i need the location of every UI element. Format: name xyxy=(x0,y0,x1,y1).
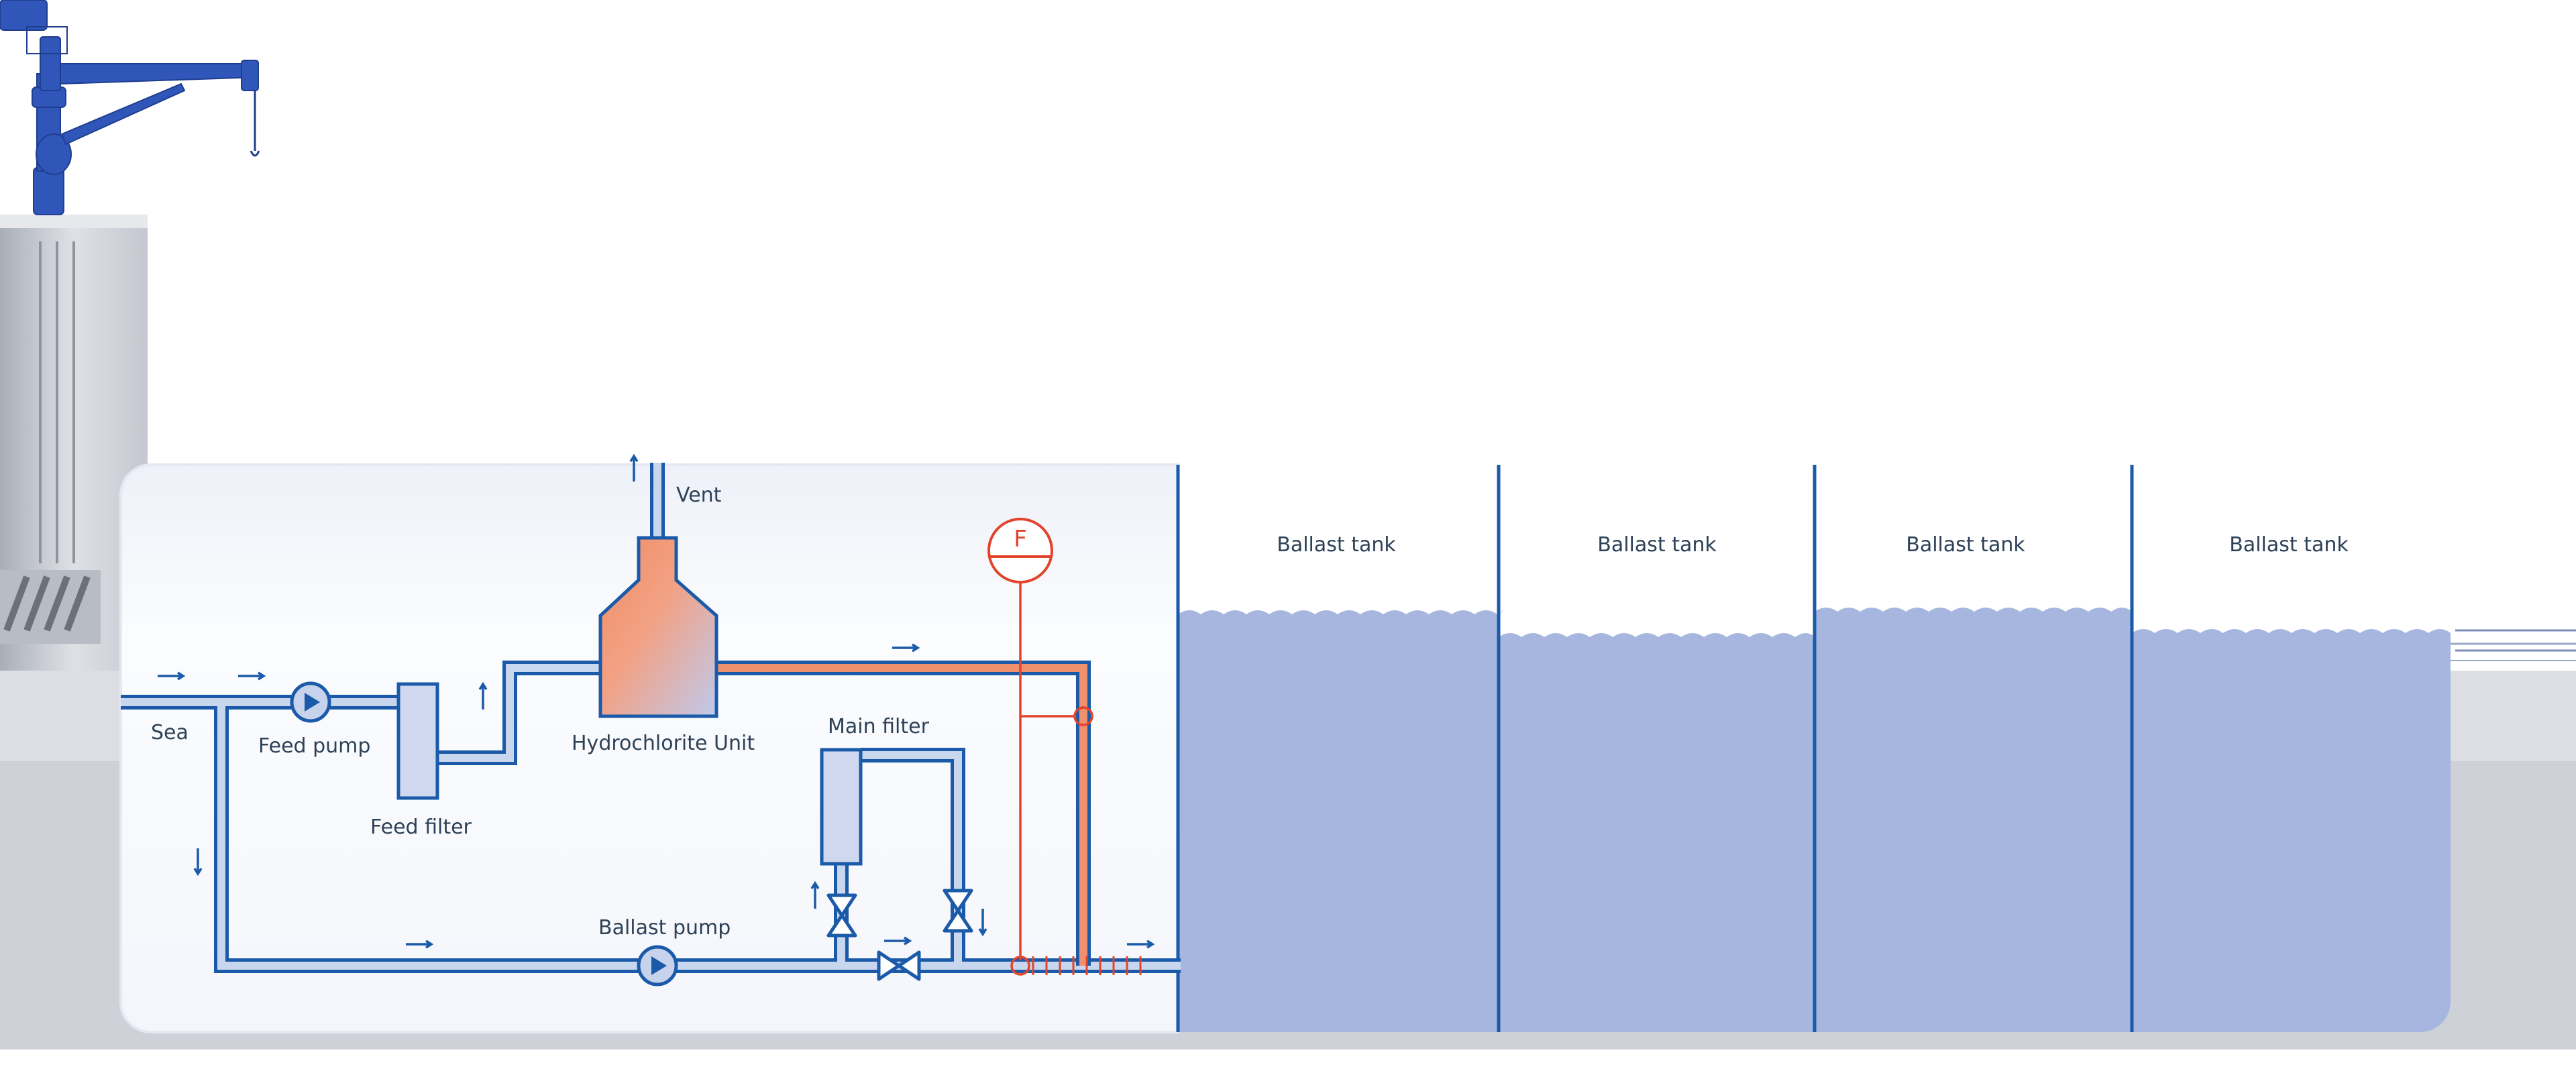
main-filter-label: Main filter xyxy=(828,715,930,738)
ballast-tanks xyxy=(1176,465,2451,1032)
flow-arrow-icon xyxy=(193,848,203,877)
filter-icon xyxy=(396,682,439,800)
flow-arrow-icon xyxy=(158,671,186,681)
tank-1-label: Ballast tank xyxy=(1277,533,1396,557)
chlorine-dosing-line xyxy=(718,661,1142,975)
main-filter xyxy=(820,748,863,866)
flow-arrow-icon xyxy=(810,881,820,909)
vent-label: Vent xyxy=(676,484,722,507)
valve-icon[interactable] xyxy=(877,950,921,981)
flow-meter-icon[interactable]: F xyxy=(987,518,1053,583)
ballast-pump-icon[interactable] xyxy=(637,945,678,986)
valve-icon-main-filter-bypass[interactable] xyxy=(943,889,973,933)
flow-arrow-icon xyxy=(629,453,639,482)
labels: Vent Sea Feed pump Feed filter Hydrochlo… xyxy=(151,484,2349,940)
flow-meter-letter: F xyxy=(1014,526,1027,553)
sea-label: Sea xyxy=(151,721,189,744)
tank-water-2 xyxy=(1499,633,1815,1032)
flow-arrow-icon xyxy=(406,940,434,949)
tank-water-4 xyxy=(2132,629,2451,1032)
flow-arrow-icon xyxy=(478,681,488,710)
feed-pump-icon[interactable] xyxy=(290,681,331,723)
tank-4-label: Ballast tank xyxy=(2229,533,2349,557)
flow-arrow-icon xyxy=(238,671,266,681)
diagram-panel xyxy=(119,463,1179,1033)
flow-arrow-icon xyxy=(1127,940,1155,949)
tank-2-label: Ballast tank xyxy=(1597,533,1717,557)
tank-water-3 xyxy=(1815,608,2132,1032)
ballast-pump-label: Ballast pump xyxy=(598,916,731,940)
flow-arrows xyxy=(158,453,1155,949)
hydrochlorite-unit xyxy=(598,536,718,718)
flow-control-line xyxy=(1010,578,1093,976)
superstructure xyxy=(0,215,148,671)
feed-filter-label: Feed filter xyxy=(370,815,472,839)
flow-arrow-icon xyxy=(892,643,920,653)
flow-arrow-icon xyxy=(884,936,912,946)
crane-icon xyxy=(0,0,260,215)
flow-arrow-icon xyxy=(978,909,987,937)
feed-pump-label: Feed pump xyxy=(258,734,370,758)
hydrochlorite-unit-label: Hydrochlorite Unit xyxy=(572,732,755,755)
tank-3-label: Ballast tank xyxy=(1906,533,2025,557)
valve-icon-main-filter-inlet[interactable] xyxy=(826,893,857,938)
tank-water-1 xyxy=(1178,610,1504,1032)
